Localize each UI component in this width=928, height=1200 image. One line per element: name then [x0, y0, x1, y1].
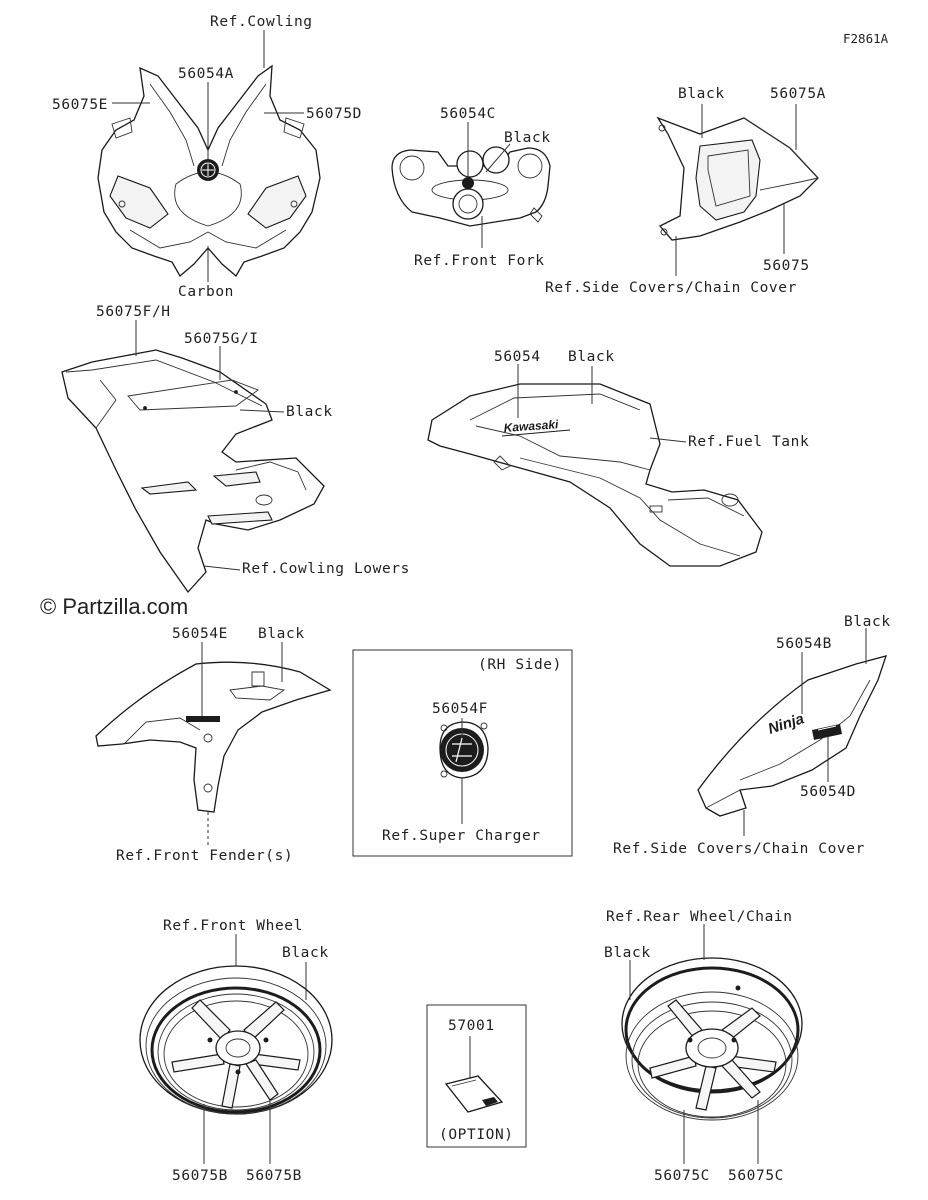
ref-front-fender-label: Ref.Front Fender(s): [116, 848, 293, 864]
part-56075E-label: 56075E: [52, 97, 108, 113]
ref-fuel-tank-label: Ref.Fuel Tank: [688, 434, 809, 450]
lowers-leaders: [135, 320, 285, 571]
rh-side-box: [352, 649, 573, 857]
fender-leaders: [201, 642, 283, 716]
carbon-label: Carbon: [178, 284, 234, 300]
side-cover-leaders: [743, 628, 867, 836]
rear-wheel-leaders: [629, 924, 759, 1164]
ref-front-fork-label: Ref.Front Fork: [414, 253, 545, 269]
part-56054F-label: 56054F: [432, 701, 488, 717]
black-side-label: Black: [844, 614, 891, 630]
cowling-lowers-illustration: [61, 349, 325, 594]
tail-cowl-illustration: [656, 116, 819, 241]
fuel-tank-illustration: Kawasaki: [427, 383, 763, 567]
ref-cowling-lowers-label: Ref.Cowling Lowers: [242, 561, 410, 577]
front-wheel-illustration: [139, 965, 333, 1115]
part-56075GI-label: 56075G/I: [184, 331, 259, 347]
part-56075A-label: 56075A: [770, 86, 826, 102]
option-label: (OPTION): [439, 1127, 514, 1143]
rh-side-label: (RH Side): [478, 657, 562, 673]
front-fender-illustration: [95, 661, 332, 846]
side-cover-illustration: Ninja: [697, 655, 887, 817]
part-56054B-label: 56054B: [776, 636, 832, 652]
part-56054C-label: 56054C: [440, 106, 496, 122]
black-tank-label: Black: [568, 349, 615, 365]
ref-side-covers-mid-label: Ref.Side Covers/Chain Cover: [613, 841, 865, 857]
black-rear-wheel-label: Black: [604, 945, 651, 961]
black-fork-label: Black: [504, 130, 551, 146]
black-lowers-label: Black: [286, 404, 333, 420]
part-56054D-label: 56054D: [800, 784, 856, 800]
upper-cowling-illustration: [97, 64, 321, 278]
ref-side-covers-top-label: Ref.Side Covers/Chain Cover: [545, 280, 797, 296]
ref-super-charger-label: Ref.Super Charger: [382, 828, 541, 844]
cowling-leaders: [112, 30, 304, 282]
fork-leaders: [467, 122, 511, 248]
ref-cowling-label: Ref.Cowling: [210, 14, 313, 30]
part-56075B-1-label: 56075B: [172, 1168, 228, 1184]
part-56075-label: 56075: [763, 258, 810, 274]
part-56075C-2-label: 56075C: [728, 1168, 784, 1184]
supercharger-decal-illustration: [439, 721, 489, 779]
part-56054-label: 56054: [494, 349, 541, 365]
option-manual-illustration: [444, 1075, 504, 1113]
top-yoke-illustration: [391, 146, 551, 227]
black-tail-label: Black: [678, 86, 725, 102]
ref-rear-wheel-label: Ref.Rear Wheel/Chain: [606, 909, 793, 925]
part-56075FH-label: 56075F/H: [96, 304, 171, 320]
tail-leaders: [675, 104, 797, 276]
tank-logo-text: Kawasaki: [503, 417, 559, 435]
rear-wheel-illustration: [621, 957, 803, 1121]
figure-id: F2861A: [843, 31, 889, 46]
option-box: [426, 1004, 527, 1148]
part-56075C-1-label: 56075C: [654, 1168, 710, 1184]
part-56054E-label: 56054E: [172, 626, 228, 642]
part-56075B-2-label: 56075B: [246, 1168, 302, 1184]
front-wheel-leaders: [203, 934, 307, 1164]
black-front-wheel-label: Black: [282, 945, 329, 961]
tank-leaders: [517, 364, 687, 443]
part-56054A-label: 56054A: [178, 66, 234, 82]
ref-front-wheel-label: Ref.Front Wheel: [163, 918, 303, 934]
part-56075D-label: 56075D: [306, 106, 362, 122]
black-fender-label: Black: [258, 626, 305, 642]
watermark: © Partzilla.com: [40, 594, 188, 619]
tank-logo-decal: Kawasaki: [501, 417, 571, 437]
part-57001-label: 57001: [448, 1018, 495, 1034]
